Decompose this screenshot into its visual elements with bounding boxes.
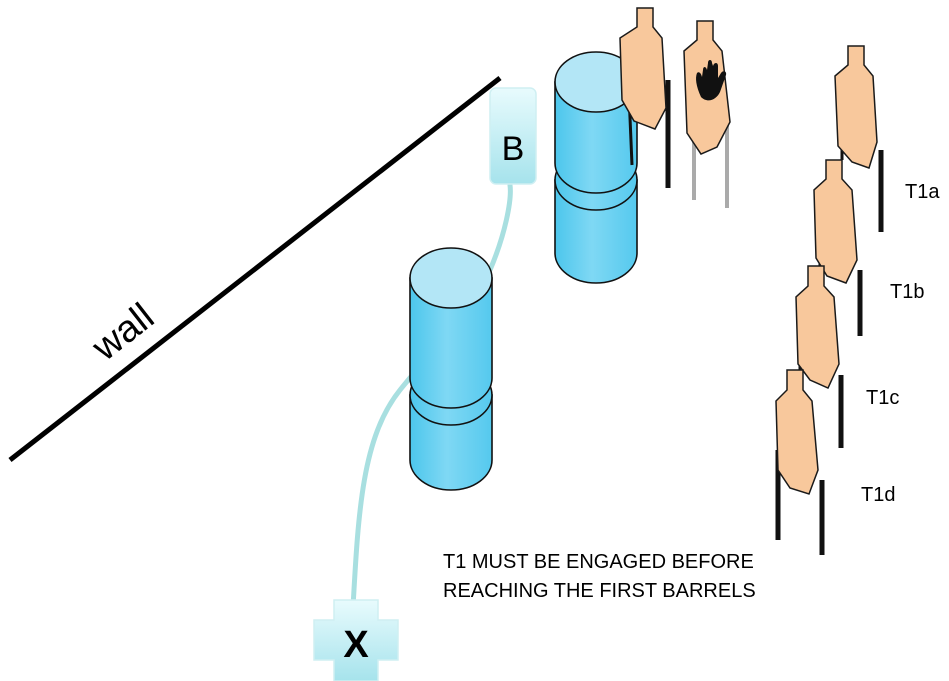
marker-b-label: B [502,130,525,168]
wall-line [8,76,502,462]
marker-x-label: X [343,624,369,666]
target-top-left [619,7,671,188]
note-line-1: T1 MUST BE ENGAGED BEFORE [443,551,754,573]
no-shoot-target [683,20,731,208]
barrel-group-lower [409,247,493,491]
target-t1b [813,159,863,336]
label-t1d: T1d [861,484,895,506]
target-t1d [775,369,825,555]
note-line-2: REACHING THE FIRST BARRELS [443,580,756,602]
wall-label: wall [84,296,162,370]
position-marker-b: B [489,87,537,185]
label-t1c: T1c [866,387,899,409]
label-t1a: T1a [905,181,940,203]
barrel [409,247,493,409]
hand-icon [696,60,727,101]
start-marker-x: X [313,599,399,681]
target-t1a [834,45,884,232]
label-t1b: T1b [890,281,924,303]
